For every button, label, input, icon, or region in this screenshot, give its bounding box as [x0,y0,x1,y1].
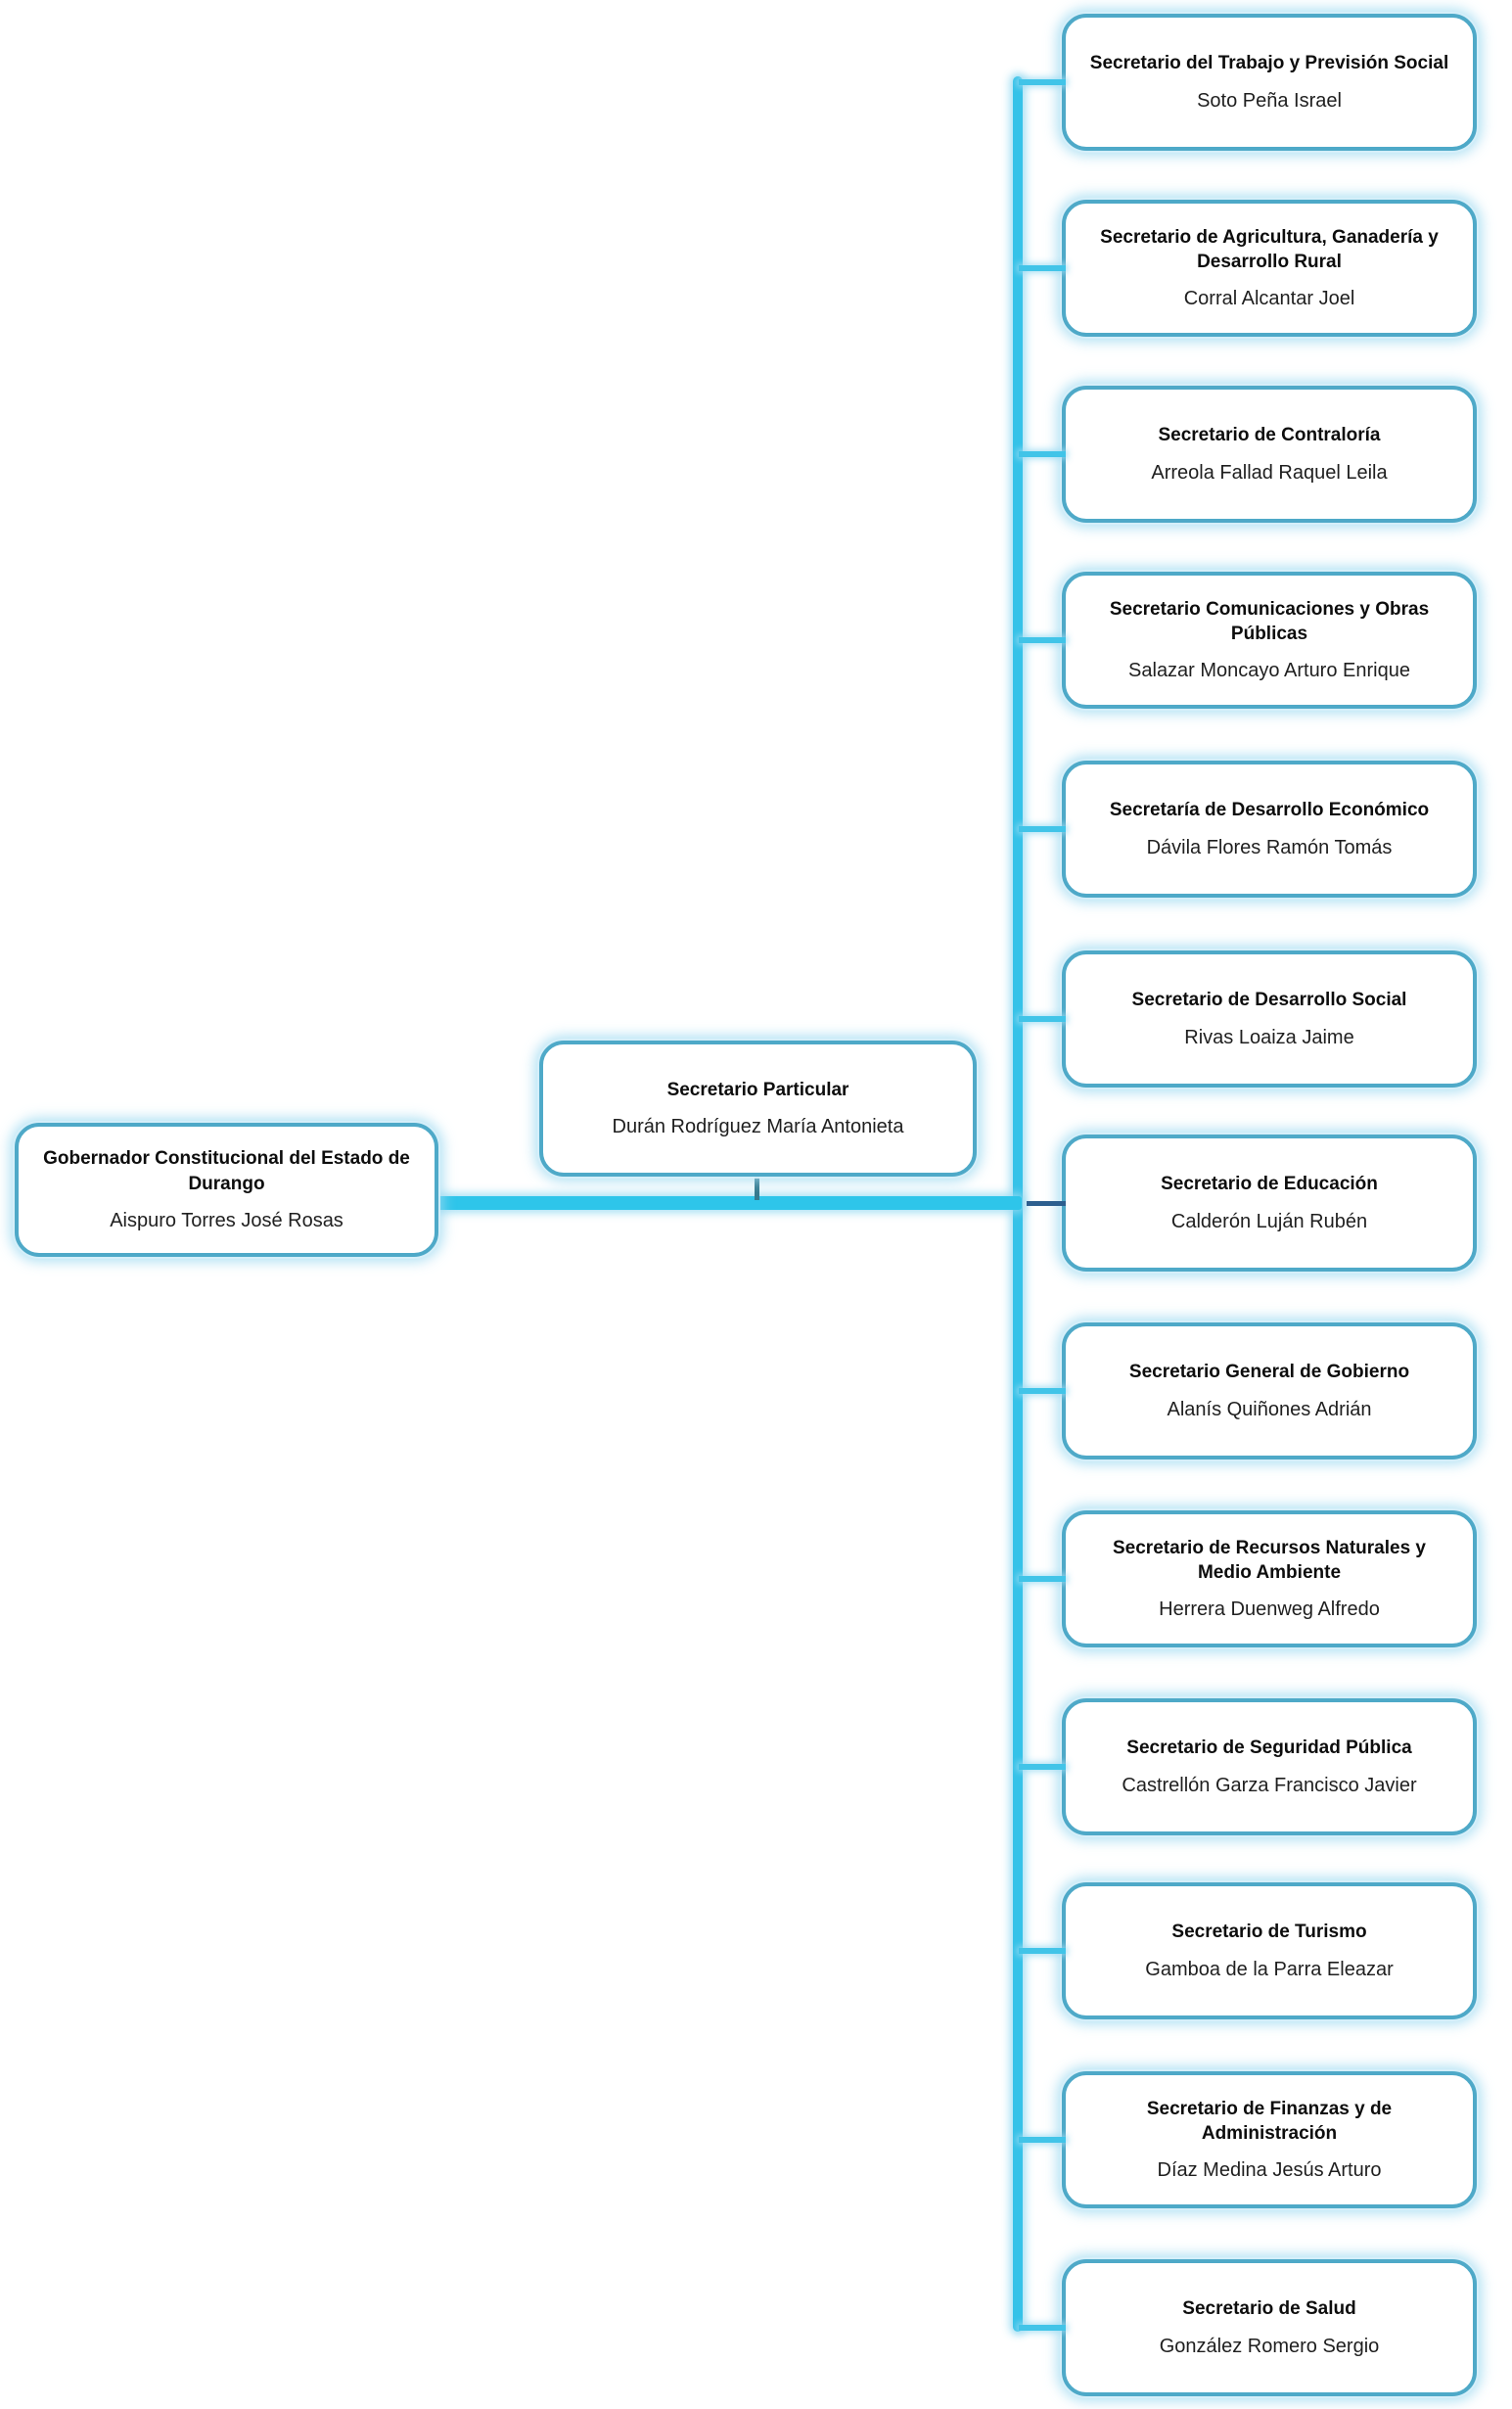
org-node-comunicaciones: Secretario Comunicaciones y Obras Públic… [1019,572,1477,709]
node-title: Secretario Comunicaciones y Obras Públic… [1109,598,1430,644]
node-title: Secretario de Contraloría [1158,425,1381,446]
node-person: Corral Alcantar Joel [1183,288,1355,310]
node-title: Secretario de Recursos Naturales y Medio… [1113,1537,1426,1583]
node-title: Secretario General de Gobierno [1128,1362,1410,1383]
org-node-finanzas: Secretario de Finanzas y de Administraci… [1019,2071,1477,2208]
org-node-salud: Secretario de Salud González Romero Serg… [1019,2259,1477,2396]
node-person: Aispuro Torres José Rosas [110,1209,344,1231]
node-person: Calderón Luján Rubén [1170,1210,1368,1232]
node-title: Gobernador Constitucional del Estado de … [43,1148,410,1194]
org-node-desarrollo-social: Secretario de Desarrollo Social Rivas Lo… [1019,950,1477,1088]
connector-governor-trunk [436,1196,1022,1210]
org-node-turismo: Secretario de Turismo Gamboa de la Parra… [1019,1882,1477,2019]
connector-particular-stub [755,1174,759,1200]
node-title: Secretario Particular [666,1079,849,1100]
node-title: Secretario del Trabajo y Previsión Socia… [1089,53,1449,74]
node-person: Arreola Fallad Raquel Leila [1151,461,1388,484]
org-node-seguridad-publica: Secretario de Seguridad Pública Castrell… [1019,1698,1477,1835]
org-node-educacion: Secretario de Educación Calderón Luján R… [1027,1135,1477,1272]
org-node-contraloria: Secretario de Contraloría Arreola Fallad… [1019,386,1477,523]
node-person: Gamboa de la Parra Eleazar [1145,1958,1394,1980]
node-person: Dávila Flores Ramón Tomás [1146,836,1393,858]
node-person: Durán Rodríguez María Antonieta [612,1116,904,1138]
node-person: Soto Peña Israel [1197,89,1342,112]
node-title: Secretario de Salud [1182,2298,1356,2320]
node-person: Salazar Moncayo Arturo Enrique [1128,660,1410,682]
node-title: Secretario de Agricultura, Ganadería y D… [1100,226,1439,272]
node-person: Díaz Medina Jesús Arturo [1157,2159,1382,2182]
org-node-secretario-particular: Secretario Particular Durán Rodríguez Ma… [539,1041,977,1177]
node-person: González Romero Sergio [1159,2335,1380,2357]
org-node-agricultura: Secretario de Agricultura, Ganadería y D… [1019,200,1477,337]
node-title: Secretario de Seguridad Pública [1126,1737,1412,1759]
org-node-governor: Gobernador Constitucional del Estado de … [15,1123,438,1257]
org-node-trabajo: Secretario del Trabajo y Previsión Socia… [1019,14,1477,151]
node-person: Castrellón Garza Francisco Javier [1122,1774,1417,1796]
node-title: Secretaría de Desarrollo Económico [1109,800,1430,821]
node-title: Secretario de Finanzas y de Administraci… [1146,2098,1393,2144]
node-title: Secretario de Educación [1161,1174,1378,1195]
node-person: Rivas Loaiza Jaime [1184,1026,1354,1048]
node-title: Secretario de Desarrollo Social [1131,990,1407,1011]
org-node-desarrollo-economico: Secretaría de Desarrollo Económico Dávil… [1019,761,1477,898]
org-node-recursos-naturales: Secretario de Recursos Naturales y Medio… [1019,1510,1477,1647]
node-person: Alanís Quiñones Adrián [1167,1398,1372,1420]
node-person: Herrera Duenweg Alfredo [1159,1598,1380,1621]
node-title: Secretario de Turismo [1171,1922,1367,1943]
org-node-general-gobierno: Secretario General de Gobierno Alanís Qu… [1019,1322,1477,1459]
